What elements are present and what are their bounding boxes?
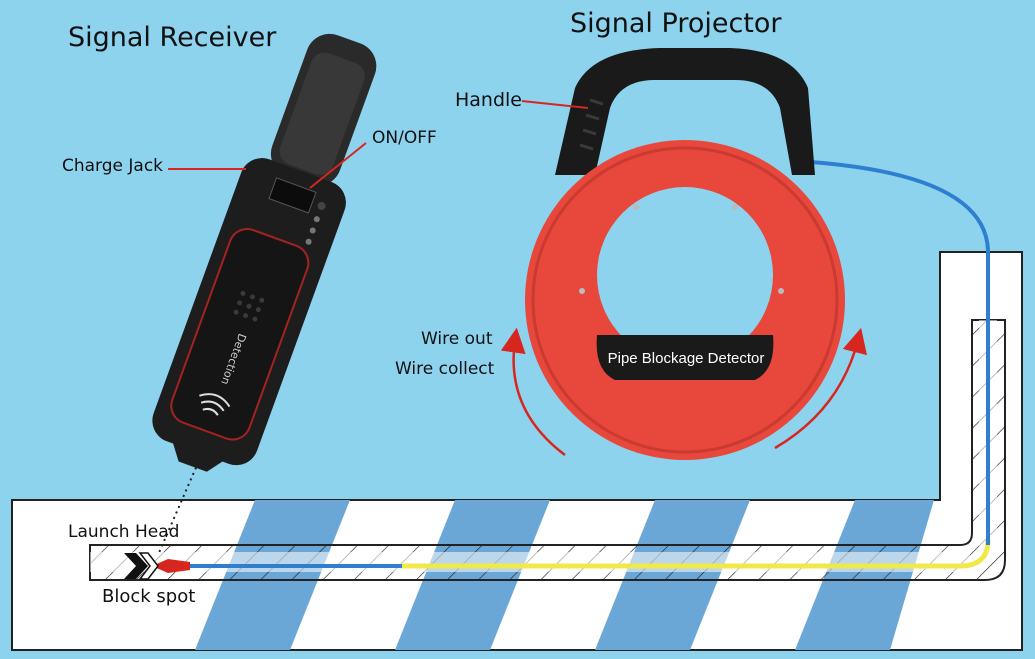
- receiver-display: [268, 177, 317, 214]
- signal-receiver-title: Signal Receiver: [68, 22, 277, 53]
- signal-projector-title: Signal Projector: [570, 8, 782, 39]
- block-spot-icon: [124, 552, 159, 580]
- pipe-bore-horizontal: [90, 552, 970, 572]
- wire-collect-arrow: [774, 327, 867, 450]
- on-off-leader: [309, 142, 367, 189]
- reel-hub: [597, 187, 773, 363]
- handle-grip-ridges: [579, 98, 604, 151]
- receiver-speaker: [233, 290, 265, 322]
- wire-out-arrow: [500, 327, 566, 456]
- handle-leader: [521, 100, 589, 109]
- handle-label: Handle: [455, 89, 523, 111]
- sound-wave-icon: [199, 393, 231, 416]
- wire-collect-label: Wire collect: [395, 359, 495, 379]
- wire-out-label: Wire out: [421, 329, 493, 349]
- wire-blue-riser: [809, 160, 990, 545]
- block-spot-label: Block spot: [102, 586, 196, 607]
- launch-head: [152, 559, 190, 573]
- projector-reel: Pipe Blockage Detector: [525, 140, 845, 460]
- wire-yellow: [400, 539, 991, 569]
- on-off-label: ON/OFF: [372, 128, 437, 148]
- projector-handle: [555, 48, 815, 175]
- signal-receiver: Detection: [152, 33, 377, 472]
- charge-jack-label: Charge Jack: [62, 156, 164, 176]
- reel-label-band: [596, 335, 774, 380]
- receiver-face: [170, 228, 310, 441]
- reel-label: Pipe Blockage Detector: [608, 350, 765, 367]
- launch-head-label: Launch Head: [68, 522, 180, 542]
